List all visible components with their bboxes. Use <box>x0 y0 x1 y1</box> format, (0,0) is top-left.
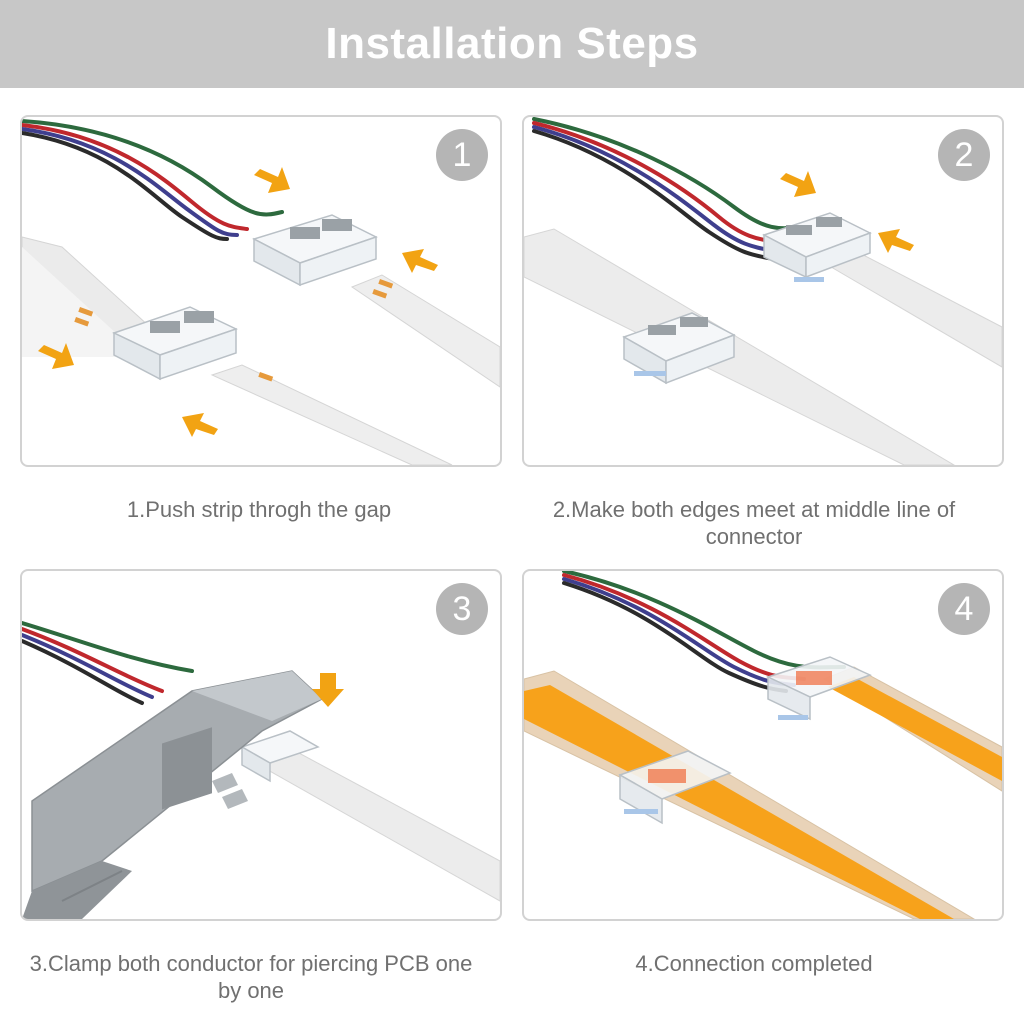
led-strip-icon <box>524 666 1002 919</box>
step-4-caption: 4.Connection completed <box>635 951 873 976</box>
step-3-illustration <box>22 621 500 919</box>
led-strip-icon <box>22 236 500 465</box>
connector-icon <box>112 306 238 381</box>
step-2-caption: 2.Make both edges meet at middle line of… <box>552 497 956 549</box>
connector-icon <box>240 730 320 783</box>
clamp-plier-icon <box>22 670 324 919</box>
led-strip-icon <box>524 228 1002 465</box>
arrow-icon <box>182 413 218 437</box>
connector-icon <box>622 312 736 385</box>
arrow-icon <box>780 171 816 197</box>
step-number-badge: 3 <box>436 583 488 635</box>
step-number-badge: 4 <box>938 583 990 635</box>
arrow-icon <box>402 249 438 273</box>
connector-icon <box>765 656 872 721</box>
connector-icon <box>762 212 872 282</box>
step-1-caption: 1.Push strip throgh the gap <box>126 497 392 522</box>
connector-icon <box>618 750 732 825</box>
step-2-panel: 2 <box>522 115 1004 467</box>
step-3-caption: 3.Clamp both conductor for piercing PCB … <box>29 951 473 1003</box>
step-3-panel: 3 <box>20 569 502 921</box>
arrow-icon <box>312 673 344 707</box>
step-1-illustration <box>22 119 500 465</box>
arrow-icon <box>878 229 914 253</box>
wire-bundle-icon <box>22 621 194 705</box>
arrow-icon <box>38 343 74 369</box>
page-title: Installation Steps <box>325 19 699 68</box>
step-2-illustration <box>524 117 1002 465</box>
step-4-panel: 4 <box>522 569 1004 921</box>
arrow-icon <box>254 167 290 193</box>
step-4-illustration <box>524 571 1002 919</box>
step-number-badge: 2 <box>938 129 990 181</box>
step-number-badge: 1 <box>436 129 488 181</box>
connector-icon <box>252 214 378 287</box>
wire-bundle-icon <box>22 119 284 241</box>
step-1-panel: 1 <box>20 115 502 467</box>
page-header: Installation Steps <box>0 0 1024 88</box>
led-strip-icon <box>250 744 500 902</box>
